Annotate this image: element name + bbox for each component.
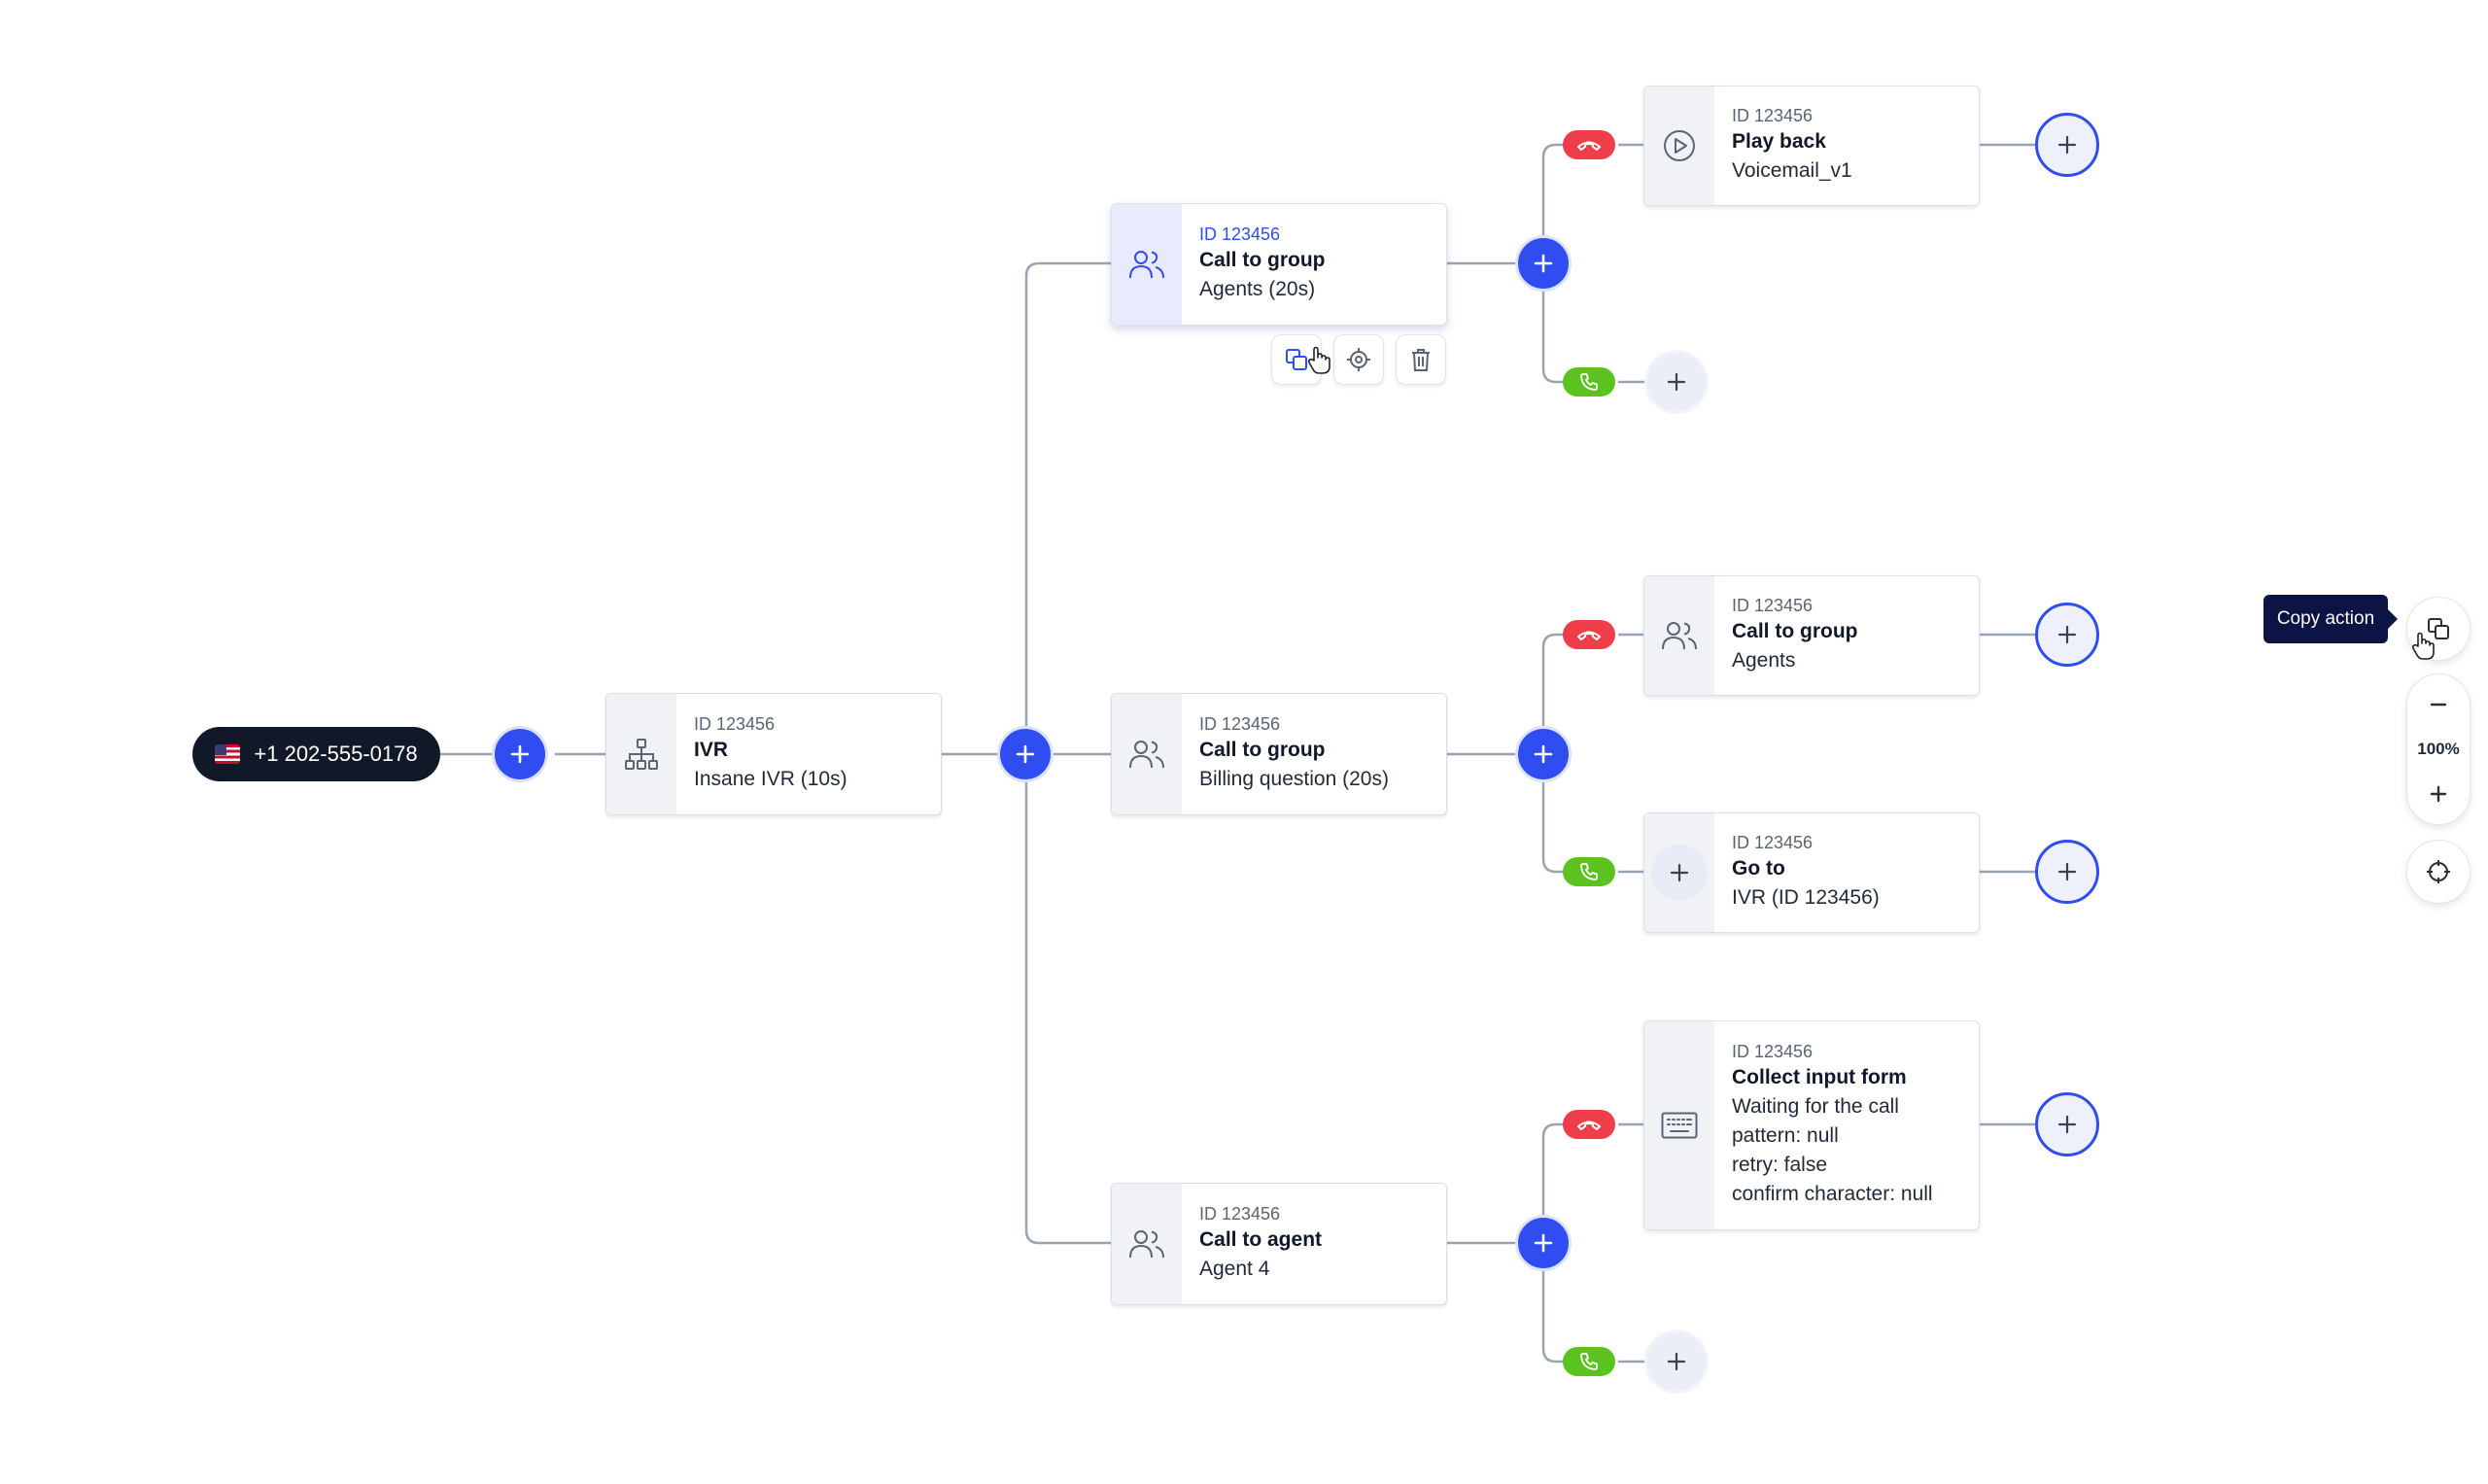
plus-icon bbox=[1534, 1233, 1553, 1253]
add-branch-button[interactable] bbox=[1515, 235, 1572, 292]
plus-icon bbox=[2057, 625, 2077, 644]
add-next-step-button[interactable] bbox=[2035, 1092, 2099, 1156]
plus-icon bbox=[2057, 862, 2077, 881]
plus-icon bbox=[1016, 744, 1035, 764]
delete-node-button[interactable] bbox=[1396, 334, 1446, 385]
plus-icon bbox=[1670, 863, 1689, 882]
add-answer-step-button[interactable] bbox=[1644, 1329, 1709, 1394]
node-subtitle: Voicemail_v1 bbox=[1732, 159, 1852, 182]
node-subtitle: Billing question (20s) bbox=[1199, 768, 1389, 790]
add-branch-button[interactable] bbox=[1515, 726, 1572, 782]
add-next-step-button[interactable] bbox=[2035, 113, 2099, 177]
answer-branch-badge bbox=[1563, 367, 1615, 397]
phone-number-pill[interactable]: +1 202-555-0178 bbox=[192, 727, 440, 781]
node-id: ID 123456 bbox=[1199, 714, 1281, 734]
play-back-node[interactable]: ID 123456 Play back Voicemail_v1 bbox=[1643, 86, 1980, 206]
add-step-button[interactable] bbox=[492, 726, 548, 782]
plus-icon bbox=[2430, 785, 2447, 803]
plus-icon bbox=[1534, 744, 1553, 764]
node-title: Call to group bbox=[1732, 620, 1858, 642]
node-subtitle: Agents bbox=[1732, 649, 1796, 672]
node-detail-line: Waiting for the call bbox=[1732, 1095, 1899, 1118]
call-to-agent-node[interactable]: ID 123456 Call to agent Agent 4 bbox=[1111, 1183, 1447, 1305]
phone-answer-icon bbox=[1580, 373, 1598, 391]
node-subtitle: Agent 4 bbox=[1199, 1258, 1270, 1280]
target-icon bbox=[1347, 348, 1370, 371]
add-branch-button[interactable] bbox=[1515, 1215, 1572, 1271]
plus-icon bbox=[2057, 1115, 2077, 1134]
answer-branch-badge bbox=[1563, 1347, 1615, 1376]
zoom-controls: 100% bbox=[2406, 673, 2471, 825]
node-id: ID 123456 bbox=[1732, 596, 1814, 615]
answer-branch-badge bbox=[1563, 857, 1615, 886]
minus-icon bbox=[2430, 703, 2447, 707]
add-next-step-button[interactable] bbox=[2035, 840, 2099, 904]
hand-cursor-icon bbox=[1307, 346, 1330, 374]
node-detail-line: confirm character: null bbox=[1732, 1183, 1933, 1205]
zoom-in-button[interactable] bbox=[2407, 779, 2470, 809]
node-title: Play back bbox=[1732, 130, 1826, 153]
focus-node-button[interactable] bbox=[1333, 334, 1384, 385]
plus-icon bbox=[1667, 1352, 1686, 1371]
node-id: ID 123456 bbox=[694, 714, 776, 734]
play-circle-icon bbox=[1664, 130, 1695, 161]
node-title: Call to group bbox=[1199, 739, 1326, 761]
ivr-node[interactable]: ID 123456 IVR Insane IVR (10s) bbox=[605, 693, 942, 815]
crosshair-icon bbox=[2427, 860, 2450, 883]
node-title: Go to bbox=[1732, 857, 1785, 880]
phone-number: +1 202-555-0178 bbox=[254, 742, 418, 766]
hangup-branch-badge bbox=[1563, 130, 1615, 159]
plus-icon bbox=[2057, 135, 2077, 155]
users-icon bbox=[1129, 251, 1164, 279]
plus-icon bbox=[510, 744, 530, 764]
copy-action-tooltip: Copy action bbox=[2263, 595, 2398, 643]
add-answer-step-button[interactable] bbox=[1644, 350, 1709, 414]
call-to-group-node[interactable]: ID 123456 Call to group Billing question… bbox=[1111, 693, 1447, 815]
hangup-branch-badge bbox=[1563, 620, 1615, 649]
plus-icon bbox=[1667, 372, 1686, 392]
node-title: IVR bbox=[694, 739, 729, 761]
phone-hangup-icon bbox=[1577, 1121, 1601, 1130]
node-id: ID 123456 bbox=[1732, 1042, 1814, 1061]
phone-hangup-icon bbox=[1577, 631, 1601, 640]
users-icon bbox=[1129, 741, 1164, 769]
us-flag-icon bbox=[215, 744, 241, 764]
hangup-branch-badge bbox=[1563, 1110, 1615, 1139]
node-id: ID 123456 bbox=[1732, 106, 1814, 125]
call-to-group-node[interactable]: ID 123456 Call to group Agents (20s) bbox=[1111, 203, 1447, 326]
users-icon bbox=[1662, 622, 1697, 650]
node-title: Call to agent bbox=[1199, 1228, 1323, 1251]
phone-answer-icon bbox=[1580, 863, 1598, 880]
node-detail-line: retry: false bbox=[1732, 1154, 1828, 1176]
node-title: Collect input form bbox=[1732, 1066, 1907, 1088]
phone-hangup-icon bbox=[1577, 141, 1601, 151]
node-detail-line: pattern: null bbox=[1732, 1124, 1839, 1147]
trash-icon bbox=[1412, 349, 1430, 371]
copy-action-button[interactable] bbox=[2406, 597, 2471, 661]
add-branch-button[interactable] bbox=[997, 726, 1054, 782]
keyboard-icon bbox=[1661, 1112, 1698, 1139]
node-title: Call to group bbox=[1199, 249, 1326, 271]
collect-input-form-node[interactable]: ID 123456 Collect input form Waiting for… bbox=[1643, 1020, 1980, 1230]
go-to-node[interactable]: ID 123456 Go to IVR (ID 123456) bbox=[1643, 812, 1980, 933]
node-subtitle: Insane IVR (10s) bbox=[694, 768, 847, 790]
node-id: ID 123456 bbox=[1199, 1204, 1281, 1224]
node-id: ID 123456 bbox=[1199, 224, 1281, 244]
zoom-level: 100% bbox=[2417, 740, 2460, 758]
hand-cursor-icon bbox=[2411, 632, 2435, 660]
sitemap-icon bbox=[625, 739, 658, 770]
recenter-button[interactable] bbox=[2406, 840, 2471, 904]
phone-answer-icon bbox=[1580, 1353, 1598, 1370]
zoom-out-button[interactable] bbox=[2407, 690, 2470, 719]
copy-icon bbox=[1286, 349, 1307, 370]
node-subtitle: Agents (20s) bbox=[1199, 278, 1316, 300]
users-icon bbox=[1129, 1230, 1164, 1259]
call-to-group-node[interactable]: ID 123456 Call to group Agents bbox=[1643, 575, 1980, 696]
add-next-step-button[interactable] bbox=[2035, 603, 2099, 667]
copy-icon bbox=[2428, 618, 2449, 639]
node-subtitle: IVR (ID 123456) bbox=[1732, 886, 1880, 909]
node-id: ID 123456 bbox=[1732, 833, 1814, 852]
plus-icon bbox=[1534, 254, 1553, 273]
